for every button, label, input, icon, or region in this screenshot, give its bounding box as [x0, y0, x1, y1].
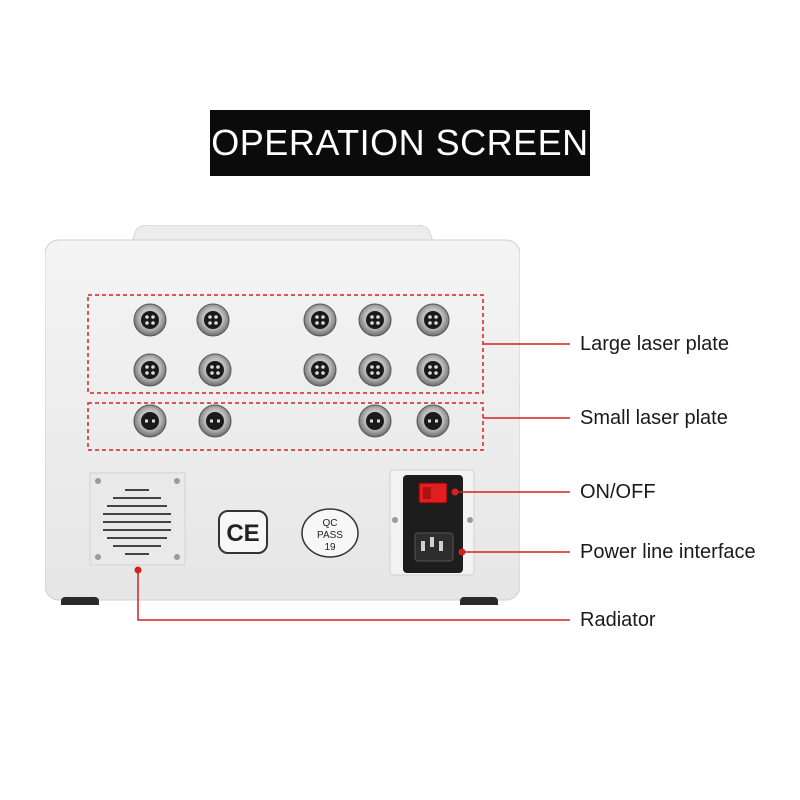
- large-laser-plate-box: [87, 294, 484, 394]
- qc-pass-seal: QC PASS 19: [301, 508, 359, 558]
- radiator-grille: [89, 472, 186, 566]
- label-small-laser-plate: Small laser plate: [580, 407, 728, 429]
- ce-mark-text: CE: [226, 520, 259, 547]
- small-laser-plate-box: [87, 402, 484, 451]
- qc-line1: QC: [323, 518, 338, 529]
- qc-line3: 19: [324, 542, 336, 553]
- label-on-off: ON/OFF: [580, 481, 656, 503]
- label-large-laser-plate: Large laser plate: [580, 333, 729, 355]
- title-text: OPERATION SCREEN: [211, 122, 589, 163]
- label-radiator: Radiator: [580, 609, 656, 631]
- large-connector-row-2: [133, 353, 450, 387]
- small-connector-row: [133, 404, 450, 438]
- title-banner: OPERATION SCREEN: [210, 110, 590, 176]
- radiator-line: [137, 570, 570, 621]
- device-back-panel: CE QC PASS 19: [45, 225, 520, 605]
- label-power-line-interface: Power line interface: [580, 541, 756, 563]
- power-module: [389, 469, 475, 576]
- ce-mark: CE: [218, 510, 268, 554]
- large-connector-row-1: [133, 303, 450, 337]
- qc-line2: PASS: [317, 530, 343, 541]
